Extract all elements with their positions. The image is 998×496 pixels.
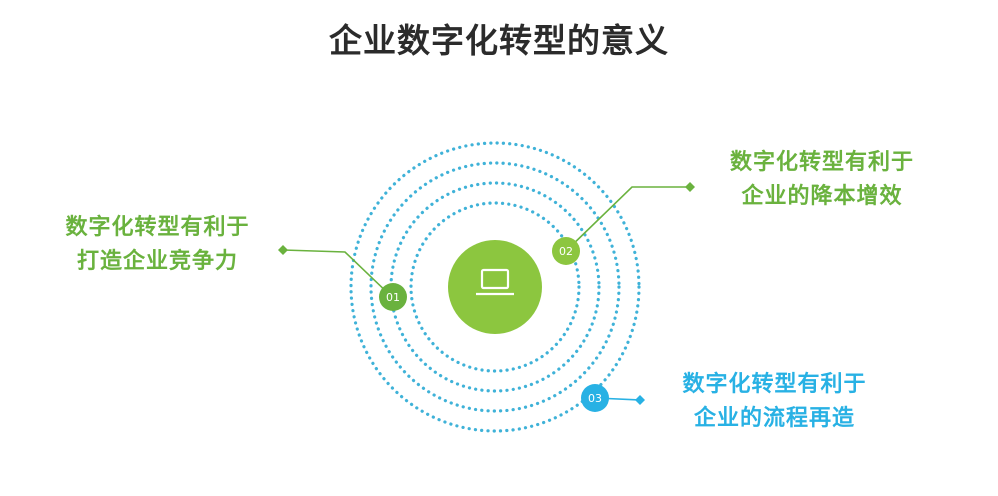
label-02-line2: 企业的降本增效	[741, 184, 903, 209]
label-03: 数字化转型有利于 企业的流程再造	[662, 368, 887, 436]
node-03	[581, 384, 609, 412]
page-title: 企业数字化转型的意义	[329, 21, 669, 60]
node-01-number: 01	[386, 291, 400, 304]
label-02-line1: 数字化转型有利于	[729, 150, 914, 175]
connector-02	[565, 186, 690, 252]
label-03-line2: 企业的流程再造	[693, 406, 855, 431]
connector-01	[282, 249, 393, 298]
marker-01	[278, 245, 288, 255]
label-03-line1: 数字化转型有利于	[682, 372, 867, 397]
marker-02	[685, 182, 695, 192]
label-01-line1: 数字化转型有利于	[65, 215, 250, 240]
node-02	[552, 237, 580, 265]
node-02-number: 02	[559, 245, 573, 258]
ring-1	[409, 201, 581, 373]
node-01	[379, 283, 407, 311]
label-01-line2: 打造企业竞争力	[76, 249, 238, 274]
laptop-icon	[476, 268, 514, 296]
node-03-number: 03	[588, 392, 602, 405]
label-01: 数字化转型有利于 打造企业竞争力	[50, 211, 265, 279]
label-02: 数字化转型有利于 企业的降本增效	[712, 146, 932, 214]
marker-03	[635, 395, 645, 405]
ring-3	[369, 161, 621, 413]
ring-4	[349, 141, 641, 433]
